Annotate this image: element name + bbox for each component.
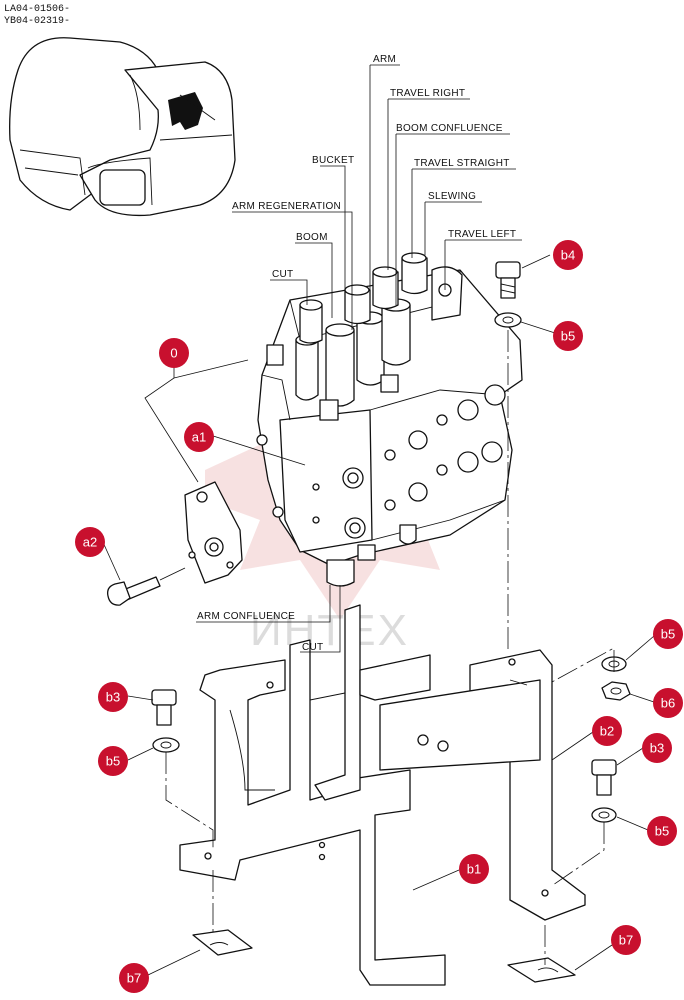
callout-b3-right-text: b3	[650, 741, 664, 756]
callout-b3-left: b3	[98, 682, 128, 712]
shim-right	[507, 957, 576, 983]
leader-lines	[101, 64, 655, 976]
ref-code-1: LA04-01506-	[4, 4, 70, 15]
label-arm: ARM	[373, 54, 396, 65]
callout-b2-text: b2	[600, 724, 614, 739]
label-boom: BOOM	[296, 232, 328, 243]
washer-top	[494, 312, 522, 328]
mounting-bracket-left	[179, 639, 446, 986]
callout-b5-top: b5	[553, 321, 583, 351]
watermark-text: ИНТЕХ	[250, 606, 409, 655]
washer-left	[152, 737, 180, 753]
shim-left	[192, 929, 253, 956]
callout-b5-right-bottom-text: b5	[655, 824, 669, 839]
label-bucket: BUCKET	[312, 155, 354, 166]
label-arm-regeneration: ARM REGENERATION	[232, 201, 341, 212]
control-valve-assembly	[256, 252, 523, 587]
bolt-b3-left	[151, 689, 177, 726]
callout-b7-left: b7	[119, 963, 149, 993]
bolt-b4	[495, 261, 521, 299]
mounting-bracket-right	[379, 649, 586, 921]
end-cover-plate	[184, 481, 243, 584]
callout-b7-left-text: b7	[127, 971, 141, 986]
callout-a2-text: a2	[83, 535, 97, 550]
callout-b7-right: b7	[611, 925, 641, 955]
callout-a2: a2	[75, 527, 105, 557]
hex-socket-bolt	[107, 567, 186, 606]
callout-b1-text: b1	[467, 862, 481, 877]
callout-b5-left: b5	[98, 746, 128, 776]
ref-code-2: YB04-02319-	[4, 16, 70, 27]
label-boom-confluence: BOOM CONFLUENCE	[396, 123, 503, 134]
label-travel-straight: TRAVEL STRAIGHT	[414, 158, 510, 169]
callout-b7-right-text: b7	[619, 933, 633, 948]
callout-0-text: 0	[170, 346, 177, 361]
callout-b6-text: b6	[661, 696, 675, 711]
mounting-bracket-center	[314, 604, 431, 801]
callout-a1-text: a1	[192, 430, 206, 445]
callout-b2: b2	[592, 716, 622, 746]
callout-b5-right-top: b5	[653, 619, 683, 649]
callout-b5-left-text: b5	[106, 754, 120, 769]
nut-b6	[601, 681, 631, 701]
machine-location-icon	[9, 37, 236, 217]
callout-b4-text: b4	[561, 248, 575, 263]
label-travel-right: TRAVEL RIGHT	[390, 88, 465, 99]
callout-b5-top-text: b5	[561, 329, 575, 344]
callout-a1: a1	[184, 422, 214, 452]
callout-b3-right: b3	[642, 733, 672, 763]
washer-right-bottom	[591, 807, 617, 823]
callout-b5-right-bottom: b5	[647, 816, 677, 846]
callout-b4: b4	[553, 240, 583, 270]
label-cut-bottom: CUT	[302, 642, 323, 653]
callout-0: 0	[159, 338, 189, 368]
bolt-b3-right	[591, 759, 617, 796]
label-arm-confluence: ARM CONFLUENCE	[197, 611, 295, 622]
label-cut-top: CUT	[272, 269, 293, 280]
callout-b3-left-text: b3	[106, 690, 120, 705]
callout-b1: b1	[459, 854, 489, 884]
callout-b5-right-top-text: b5	[661, 627, 675, 642]
label-slewing: SLEWING	[428, 191, 476, 202]
label-travel-left: TRAVEL LEFT	[448, 229, 516, 240]
callout-b6: b6	[653, 688, 683, 718]
